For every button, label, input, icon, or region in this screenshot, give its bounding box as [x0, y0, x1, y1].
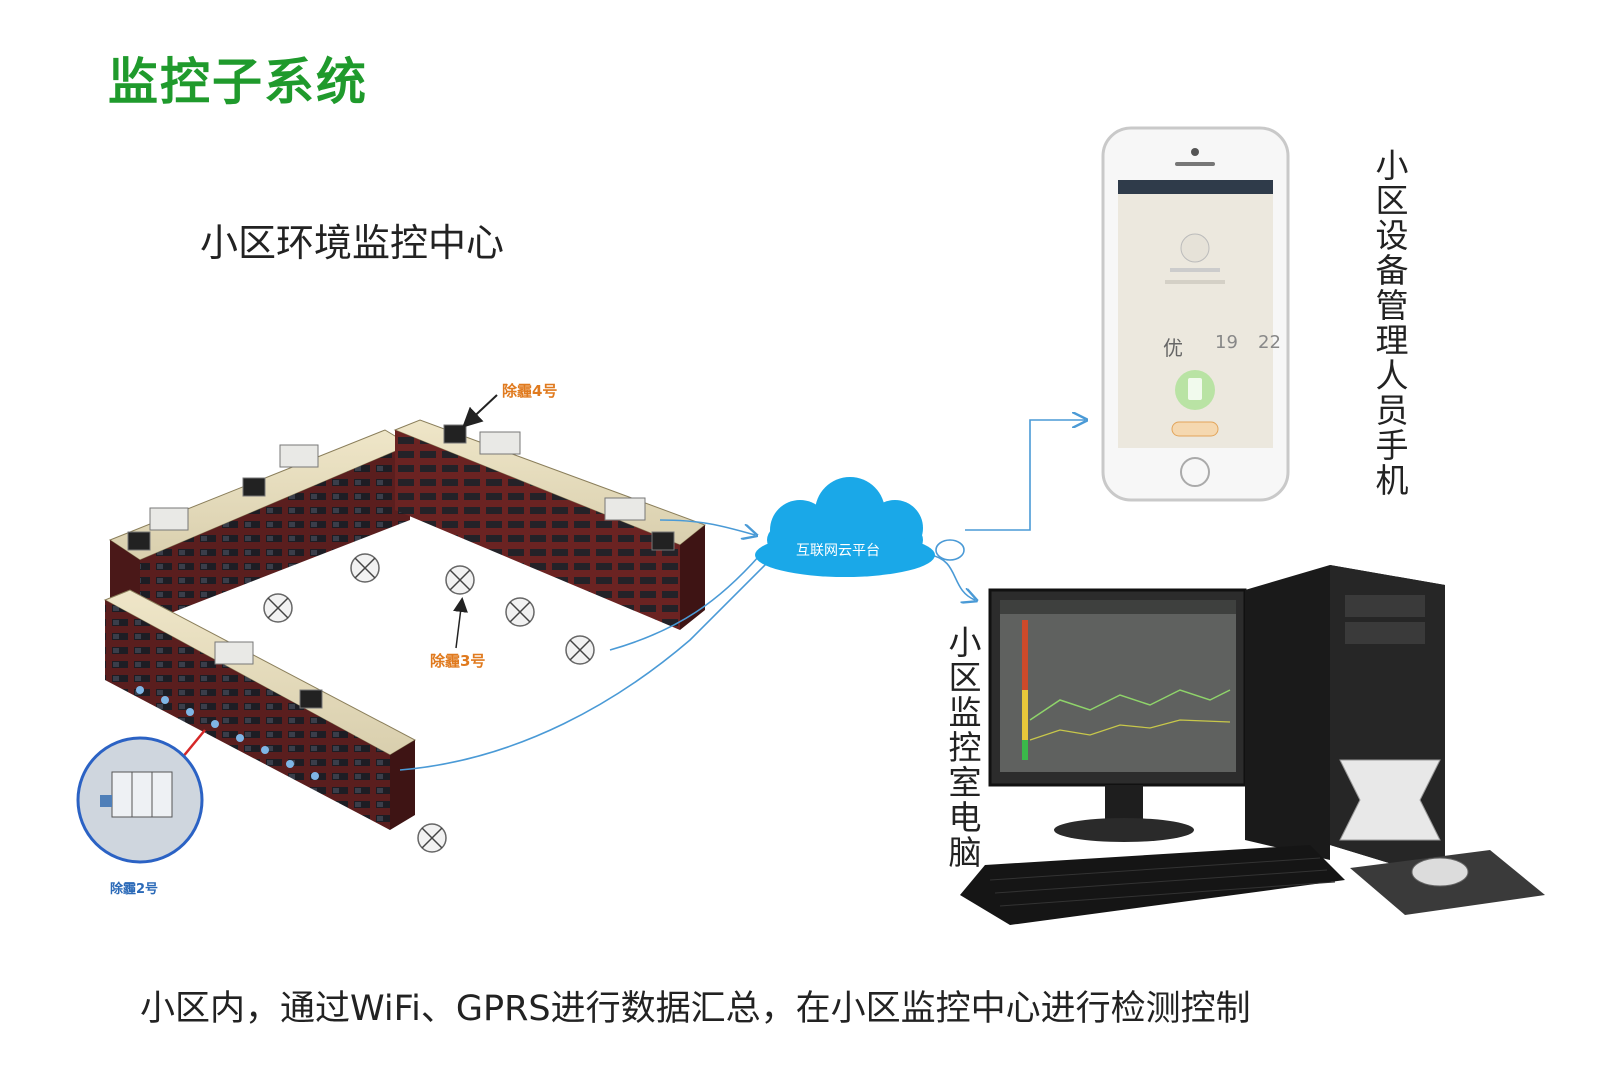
phone-label: 小区设备管理人员手机: [1370, 148, 1409, 498]
pointer-n3: [453, 597, 468, 649]
flow-loop: [935, 539, 965, 561]
phone-screen-value-2: 22: [1258, 332, 1281, 353]
node-tag-2: 除霾2号: [110, 882, 159, 897]
bottom-caption: 小区内，通过WiFi、GPRS进行数据汇总，在小区监控中心进行检测控制: [140, 989, 1251, 1029]
pc-label: 小区监控室电脑: [943, 625, 982, 870]
page-title: 监控子系统: [108, 53, 368, 111]
flow-building-to-cloud-2: [609, 554, 761, 651]
node-tag-3: 除霾3号: [430, 652, 486, 670]
node-tag-4: 除霾4号: [502, 382, 558, 400]
cloud-label: 互联网云平台: [796, 543, 880, 559]
flow-building-to-cloud-3: [399, 559, 771, 771]
computer-illustration: [960, 565, 1545, 925]
flow-cloud-to-pc: [929, 554, 975, 600]
zoom-detail-circle: [76, 736, 204, 864]
building-complex: [103, 419, 707, 853]
phone-illustration: [1101, 126, 1290, 502]
flow-building-to-cloud-1: [659, 519, 755, 535]
monitoring-center-label: 小区环境监控中心: [200, 221, 505, 265]
cloud-icon: [755, 477, 935, 577]
phone-screen-grade: 优: [1163, 336, 1183, 360]
phone-screen-value-1: 19: [1215, 332, 1238, 353]
flow-cloud-to-phone: [965, 420, 1085, 531]
pointer-n4: [462, 394, 498, 428]
